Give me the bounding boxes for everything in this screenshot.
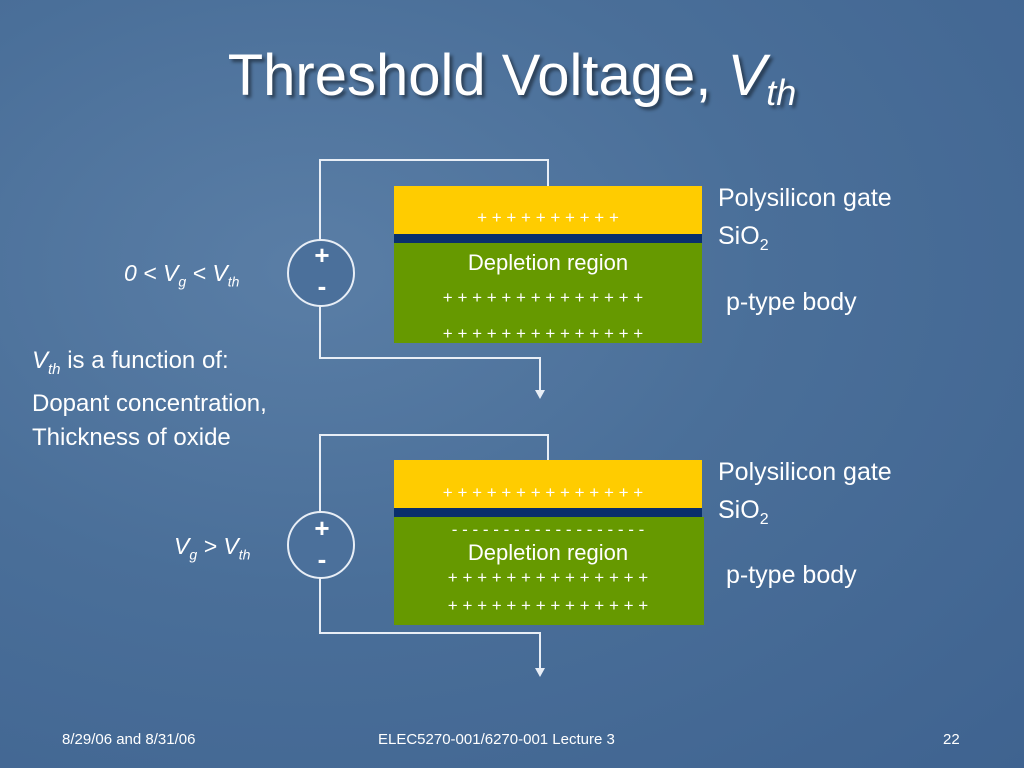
depletion-label-bottom: Depletion region	[467, 540, 629, 565]
slide-title: Threshold Voltage, Vth	[0, 42, 1024, 114]
note-line-3: Thickness of oxide	[32, 423, 231, 451]
source-minus-top: -	[317, 271, 327, 301]
p-type-body-bottom	[394, 517, 704, 625]
label-p-type-body-bottom: p-type body	[726, 561, 857, 589]
condition-bottom: Vg > Vth	[174, 533, 251, 563]
oxide-layer-bottom	[394, 508, 702, 517]
label-polysilicon-gate-bottom: Polysilicon gate	[718, 458, 892, 486]
body-charges-bottom-2: + + + + + + + + + + + + + +	[447, 596, 649, 615]
title-variable: Vth	[727, 43, 797, 113]
title-text: Threshold Voltage,	[227, 43, 728, 108]
source-plus-top: +	[314, 240, 330, 270]
polysilicon-gate-top	[394, 186, 702, 234]
body-charges-bottom-1: + + + + + + + + + + + + + +	[447, 568, 649, 587]
source-plus-bottom: +	[314, 513, 330, 543]
footer-course: ELEC5270-001/6270-001 Lecture 3	[378, 731, 615, 748]
polysilicon-gate-bottom	[394, 460, 702, 508]
note-line-2: Dopant concentration,	[32, 389, 267, 417]
oxide-layer-top	[394, 234, 702, 243]
label-p-type-body-top: p-type body	[726, 288, 857, 316]
body-charges-top-1: + + + + + + + + + + + + + +	[442, 288, 644, 307]
note-line-1: Vth is a function of:	[32, 347, 229, 378]
gate-charges-bottom: + + + + + + + + + + + + + +	[442, 483, 644, 502]
footer-date: 8/29/06 and 8/31/06	[62, 731, 196, 748]
label-sio2-bottom: SiO2	[718, 496, 769, 528]
body-charges-top-2: + + + + + + + + + + + + + +	[442, 324, 644, 343]
inversion-charges-bottom: - - - - - - - - - - - - - - - - - - -	[451, 520, 645, 539]
p-type-body-top	[394, 243, 702, 343]
gate-charges-top: + + + + + + + + + +	[477, 208, 619, 227]
label-sio2-top: SiO2	[718, 222, 769, 254]
vth-note: Vth is a function of: Dopant concentrati…	[32, 344, 267, 455]
source-minus-bottom: -	[317, 544, 327, 574]
condition-top: 0 < Vg < Vth	[124, 260, 240, 290]
footer-page-number: 22	[943, 731, 960, 748]
label-polysilicon-gate-top: Polysilicon gate	[718, 184, 892, 212]
depletion-label-top: Depletion region	[467, 250, 629, 275]
